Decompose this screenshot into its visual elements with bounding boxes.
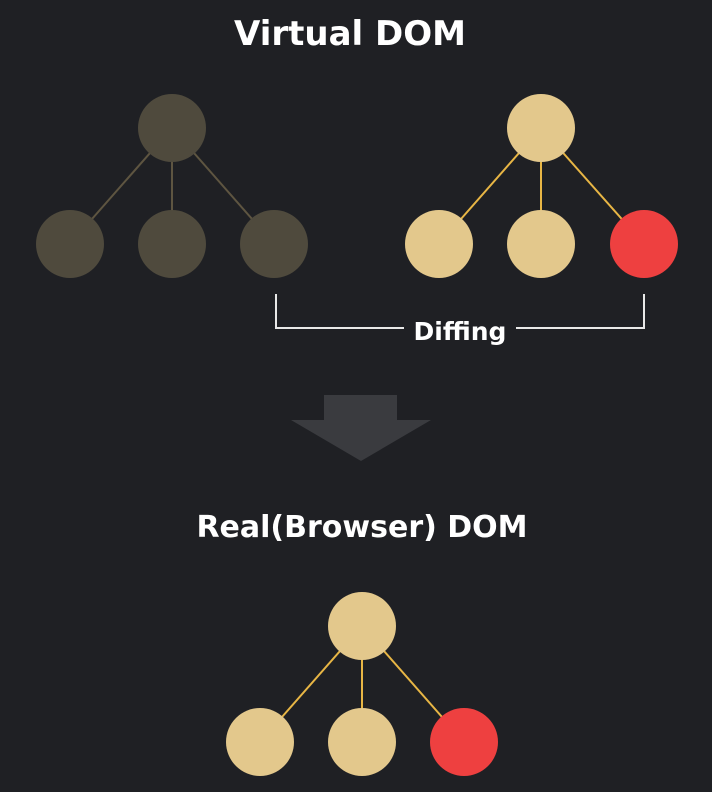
down-arrow-icon [291, 395, 431, 461]
tree-child-node [430, 708, 498, 776]
tree-root-node [138, 94, 206, 162]
tree-child-node [328, 708, 396, 776]
tree-child-node [138, 210, 206, 278]
new-virtual-tree [405, 94, 678, 278]
tree-child-node [610, 210, 678, 278]
tree-child-node [36, 210, 104, 278]
diffing-label: Diffing [414, 317, 507, 346]
bracket-right-arm [516, 294, 645, 329]
tree-child-node [226, 708, 294, 776]
diffing-bracket: Diffing [275, 294, 645, 346]
tree-root-node [507, 94, 575, 162]
tree-root-node [328, 592, 396, 660]
bracket-left-arm [275, 294, 404, 329]
real-dom-tree [226, 592, 498, 776]
tree-child-node [507, 210, 575, 278]
tree-child-node [240, 210, 308, 278]
old-virtual-tree [36, 94, 308, 278]
tree-child-node [405, 210, 473, 278]
real-dom-title: Real(Browser) DOM [196, 510, 527, 545]
virtual-dom-title: Virtual DOM [234, 14, 466, 54]
